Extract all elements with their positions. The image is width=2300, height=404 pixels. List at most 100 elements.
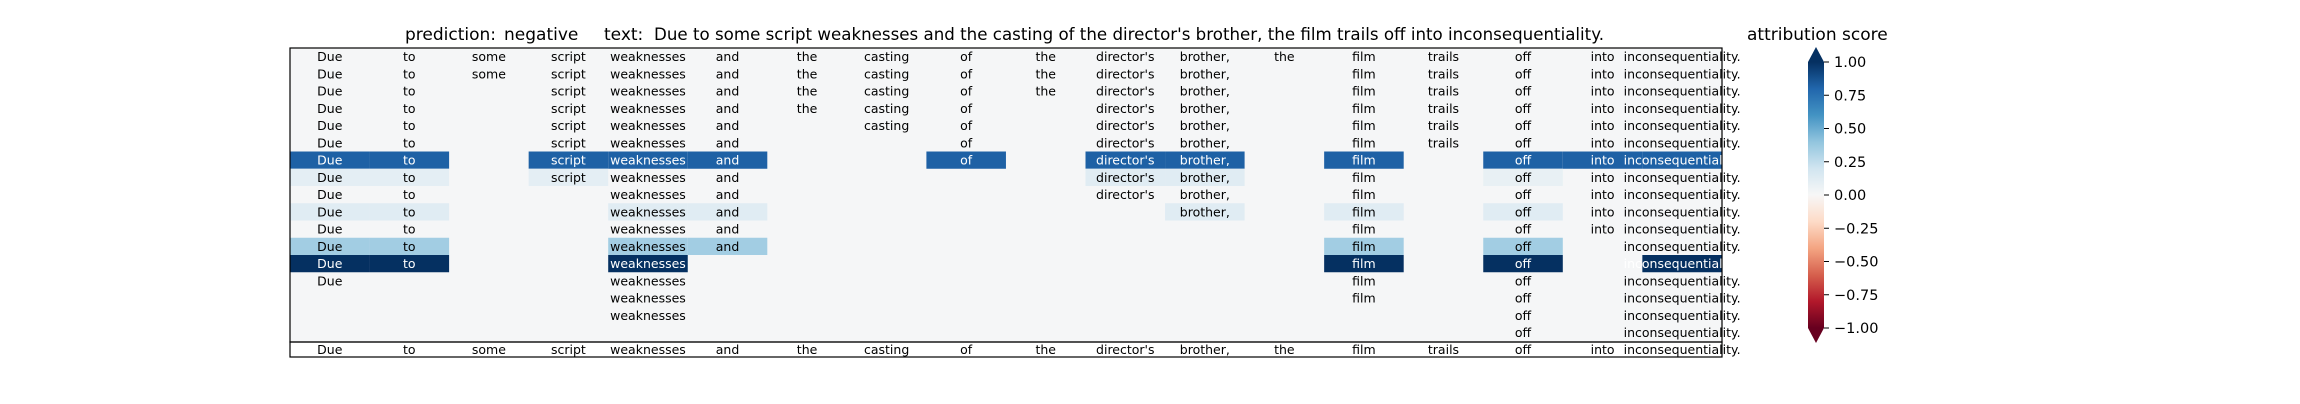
heatmap-cell bbox=[1483, 255, 1563, 273]
colorbar-title: attribution score bbox=[1747, 25, 1888, 45]
token-label: and bbox=[716, 187, 740, 202]
token-label: film bbox=[1352, 135, 1376, 150]
reference-token: trails bbox=[1428, 342, 1459, 357]
token-label: off bbox=[1515, 187, 1532, 202]
token-label: weaknesses bbox=[610, 291, 686, 306]
token-label: Due bbox=[317, 118, 343, 133]
heatmap-cell bbox=[1483, 237, 1563, 255]
heatmap-cell bbox=[290, 168, 370, 186]
token-label: brother, bbox=[1180, 101, 1230, 116]
token-label: weaknesses bbox=[610, 239, 686, 254]
token-label: and bbox=[716, 84, 740, 99]
token-label: to bbox=[403, 170, 416, 185]
token-label: into bbox=[1591, 153, 1615, 168]
heatmap-cell bbox=[528, 151, 609, 169]
token-label: inconsequentiality. bbox=[1624, 101, 1741, 116]
token-label: off bbox=[1515, 239, 1532, 254]
token-label: off bbox=[1515, 170, 1532, 185]
token-label: to bbox=[403, 84, 416, 99]
text-label: text: bbox=[604, 25, 643, 45]
token-label: to bbox=[403, 222, 416, 237]
token-label: into bbox=[1591, 204, 1615, 219]
token-label: inconsequentiality. bbox=[1624, 84, 1741, 99]
heatmap-cell bbox=[369, 151, 450, 169]
heatmap-cell bbox=[369, 168, 450, 186]
token-label: inconsequentiality. bbox=[1624, 308, 1741, 323]
heatmap-cell bbox=[369, 203, 450, 221]
token-label: into bbox=[1591, 118, 1615, 133]
token-label: off bbox=[1515, 308, 1532, 323]
token-label: director's bbox=[1096, 49, 1154, 64]
token-label: director's bbox=[1096, 153, 1154, 168]
colorbar-tick-label: 0.25 bbox=[1834, 155, 1866, 171]
token-label: Due bbox=[317, 49, 343, 64]
token-label: casting bbox=[864, 66, 909, 81]
token-label: the bbox=[1035, 84, 1056, 99]
heatmap-cell bbox=[687, 151, 768, 169]
token-label: script bbox=[551, 49, 586, 64]
heatmap-cell bbox=[1165, 203, 1245, 221]
token-label: the bbox=[1274, 49, 1295, 64]
token-label: film bbox=[1352, 291, 1376, 306]
token-label: to bbox=[403, 49, 416, 64]
token-label: the bbox=[797, 49, 818, 64]
reference-token: to bbox=[403, 342, 416, 357]
token-label: Due bbox=[317, 135, 343, 150]
heatmap-cell bbox=[1085, 151, 1166, 169]
token-label: the bbox=[797, 84, 818, 99]
prediction-value: negative bbox=[504, 25, 578, 45]
colorbar-tick-label: 0.75 bbox=[1834, 88, 1866, 104]
heatmap-cell bbox=[687, 203, 768, 221]
token-label: weaknesses bbox=[610, 101, 686, 116]
token-label: weaknesses bbox=[610, 153, 686, 168]
heatmap-cell bbox=[926, 151, 1006, 169]
heatmap-cell bbox=[608, 237, 688, 255]
token-label: Due bbox=[317, 66, 343, 81]
token-label: and bbox=[716, 153, 740, 168]
heatmap-cell bbox=[1324, 151, 1404, 169]
token-label: inconsequentiality. bbox=[1624, 204, 1741, 219]
token-label: and bbox=[716, 170, 740, 185]
token-label: of bbox=[960, 118, 973, 133]
token-label: weaknesses bbox=[610, 308, 686, 323]
token-label: casting bbox=[864, 101, 909, 116]
token-label: the bbox=[797, 101, 818, 116]
token-label: weaknesses bbox=[610, 84, 686, 99]
token-label: script bbox=[551, 135, 586, 150]
token-label: off bbox=[1515, 273, 1532, 288]
token-label: to bbox=[403, 118, 416, 133]
token-label: and bbox=[716, 222, 740, 237]
token-label: off bbox=[1515, 49, 1532, 64]
token-label: Due bbox=[317, 256, 343, 271]
colorbar-tick-label: −0.50 bbox=[1834, 255, 1878, 271]
token-label: to bbox=[403, 187, 416, 202]
token-label: weaknesses bbox=[610, 118, 686, 133]
token-label: off bbox=[1515, 118, 1532, 133]
token-label: inconsequentiality. bbox=[1624, 325, 1741, 340]
token-label: to bbox=[403, 256, 416, 271]
heatmap-cell bbox=[1165, 168, 1245, 186]
token-label: into bbox=[1591, 170, 1615, 185]
reference-row-frame bbox=[289, 341, 1723, 358]
token-label: some bbox=[472, 49, 506, 64]
token-label: inconsequentiality. bbox=[1624, 49, 1741, 64]
token-label: trails bbox=[1428, 84, 1459, 99]
token-label: script bbox=[551, 153, 586, 168]
reference-token: Due bbox=[317, 342, 343, 357]
colorbar-tick-label: −0.25 bbox=[1834, 221, 1878, 237]
heatmap-cell bbox=[1085, 168, 1166, 186]
token-label: off bbox=[1515, 101, 1532, 116]
token-label: director's bbox=[1096, 170, 1154, 185]
token-label: weaknesses bbox=[610, 204, 686, 219]
reference-token: the bbox=[1274, 342, 1295, 357]
reference-token: the bbox=[797, 342, 818, 357]
reference-token: film bbox=[1352, 342, 1376, 357]
token-label: Due bbox=[317, 84, 343, 99]
heatmap-cell bbox=[369, 255, 450, 273]
heatmap-cell bbox=[608, 255, 688, 273]
token-label: trails bbox=[1428, 101, 1459, 116]
token-label: off bbox=[1515, 204, 1532, 219]
heatmap-cell bbox=[608, 151, 688, 169]
